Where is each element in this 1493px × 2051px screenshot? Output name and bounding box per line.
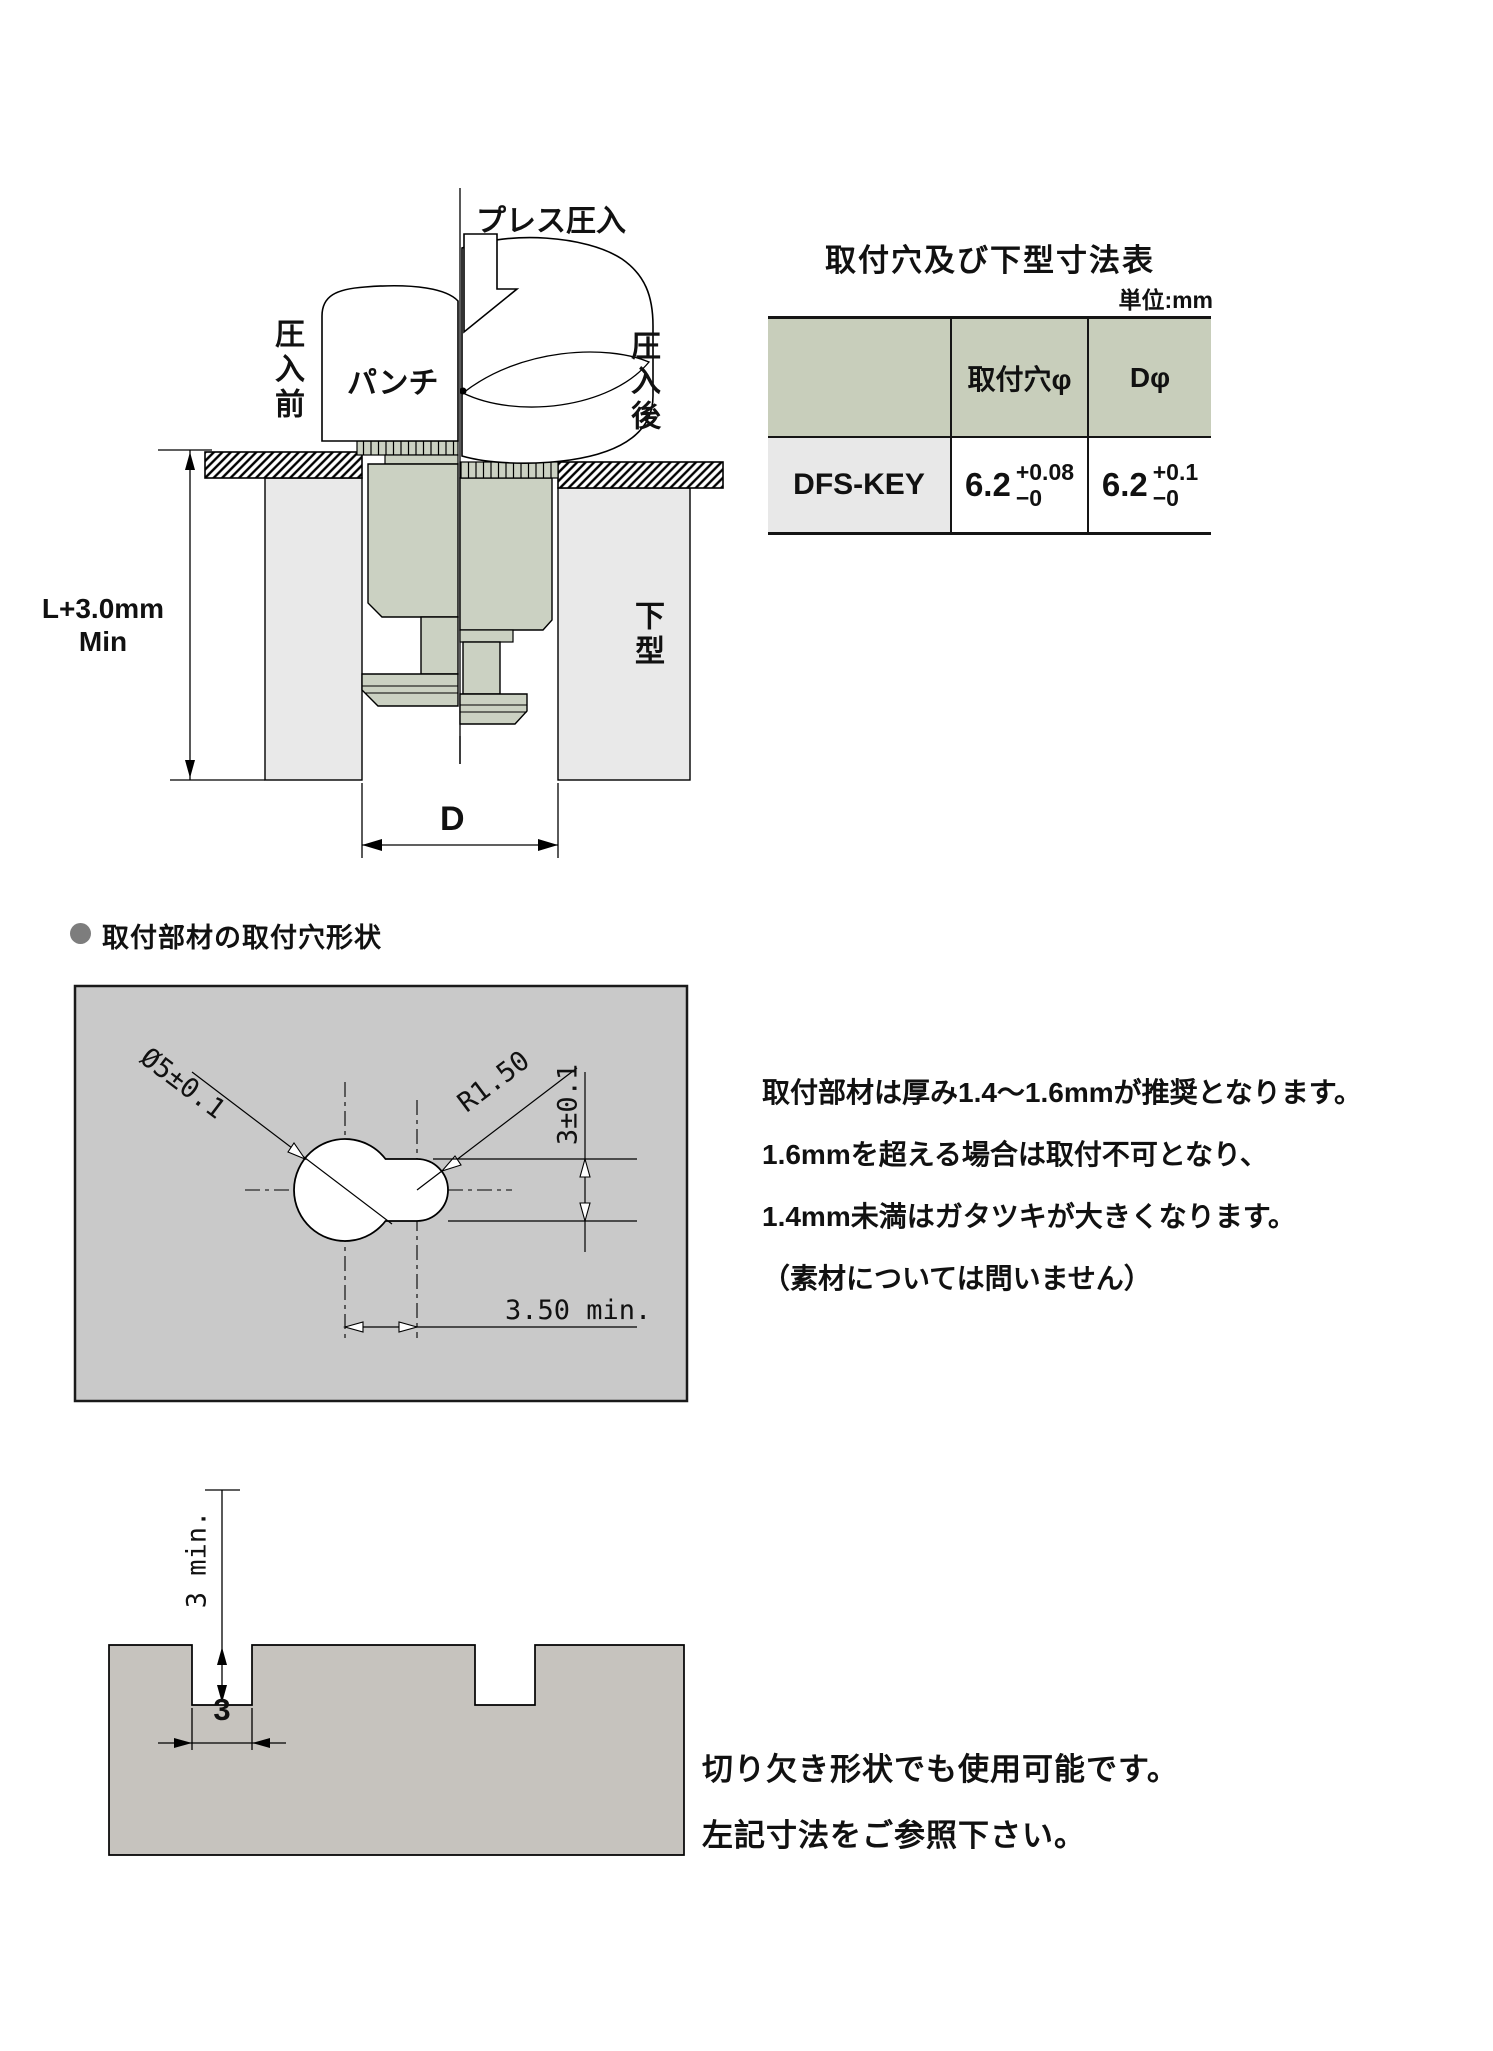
mounting-hole-value-cell: 6.2 +0.08 −0: [950, 438, 1087, 532]
mounting-hole-nominal: 6.2: [964, 466, 1011, 503]
press-direction-arrow: [463, 233, 520, 334]
table-unit-note: 単位:mm: [1118, 287, 1213, 313]
arrow-down: [217, 1685, 227, 1703]
arrow-right: [398, 1321, 420, 1333]
arrow-left: [362, 839, 382, 851]
table-title: 取付穴及び下型寸法表: [825, 243, 1155, 278]
arrow-up: [579, 1156, 591, 1178]
col-mounting-hole: 取付穴φ: [950, 319, 1087, 436]
section-heading: 取付部材の取付穴形状: [102, 923, 382, 953]
model-cell: DFS-KEY: [768, 438, 950, 532]
notch-depth-label: 3 min.: [181, 1510, 213, 1609]
table-corner-cell: [768, 319, 950, 436]
arrow-up: [185, 452, 195, 470]
depth-dimension-label: L+3.0mm Min: [28, 592, 178, 658]
arrow-right: [538, 839, 558, 851]
depth-dim-line2: Min: [78, 626, 128, 657]
press-fit-diagram: [158, 188, 724, 858]
fastener-after: [459, 461, 559, 725]
col-d-phi: Dφ: [1087, 319, 1211, 436]
dim-height-label: 3±0.1: [552, 1063, 584, 1146]
fastener-before: [356, 440, 459, 707]
section-bullet: [70, 923, 91, 944]
mounting-hole-tolerance: +0.08 −0: [1016, 459, 1074, 512]
arrow-up: [217, 1647, 227, 1665]
dim-offset-label: 3.50 min.: [505, 1295, 652, 1326]
notch-note-1: 切り欠き形状でも使用可能です。: [702, 1752, 1179, 1787]
thickness-notes: 取付部材は厚み1.4〜1.6mmが推奨となります。 1.6mmを超える場合は取付…: [762, 1062, 1362, 1310]
arrow-left: [252, 1738, 270, 1748]
punch-tip-curve: [461, 351, 651, 408]
note-line: 1.6mmを超える場合は取付不可となり、: [762, 1139, 1268, 1170]
keyhole-shape: [293, 1138, 449, 1242]
mounting-plate-after: [557, 461, 724, 489]
note-line: （素材については問いません）: [762, 1263, 1152, 1294]
hole-width-dim-label: D: [440, 800, 465, 838]
depth-dimension: [158, 449, 265, 781]
notch-width-label: 3: [213, 1692, 231, 1727]
lower-die-right: [557, 487, 691, 781]
table-data-row: DFS-KEY 6.2 +0.08 −0 6.2 +0.1 −0: [768, 436, 1211, 532]
d-dimension: [361, 736, 559, 858]
dimension-table: 取付穴φ Dφ DFS-KEY 6.2 +0.08 −0 6.2 +0.1 −0: [768, 316, 1211, 535]
notch-depth-dimension: [205, 1489, 240, 1702]
arrow-down: [579, 1202, 591, 1224]
mounting-plate-before: [204, 451, 363, 479]
after-press-label: 圧入後: [626, 330, 659, 435]
tol-lower: −0: [1152, 485, 1179, 511]
d-nominal: 6.2: [1101, 466, 1148, 503]
arrow-left: [342, 1321, 364, 1333]
notched-plate-shape: [108, 1644, 685, 1856]
punch-label: パンチ: [347, 367, 439, 400]
table-header-row: 取付穴φ Dφ: [768, 319, 1211, 436]
depth-dim-line1: L+3.0mm: [41, 593, 165, 624]
d-value-cell: 6.2 +0.1 −0: [1087, 438, 1211, 532]
tol-upper: +0.08: [1015, 458, 1075, 485]
arrow-down: [185, 760, 195, 778]
before-press-label: 圧入前: [270, 318, 303, 423]
arrow-right: [174, 1738, 192, 1748]
notch-diagram: [108, 1489, 685, 1856]
note-line: 1.4mm未満はガタツキが大きくなります。: [762, 1201, 1296, 1232]
punch-tip-point: [459, 387, 467, 395]
tol-upper: +0.1: [1152, 458, 1199, 485]
mounting-hole-diagram: [73, 984, 689, 1403]
d-tolerance: +0.1 −0: [1153, 459, 1198, 512]
tol-lower: −0: [1015, 485, 1043, 511]
lower-die-label: 下型: [630, 600, 663, 670]
notch-note-2: 左記寸法をご参照下さい。: [702, 1818, 1086, 1853]
press-arrow-label: プレス圧入: [476, 205, 626, 238]
leader-arrow: [440, 1155, 462, 1173]
note-line: 取付部材は厚み1.4〜1.6mmが推奨となります。: [762, 1077, 1363, 1108]
leader-arrow: [287, 1142, 307, 1161]
lower-die-left: [264, 477, 363, 781]
punch-before-shape: [321, 284, 459, 442]
